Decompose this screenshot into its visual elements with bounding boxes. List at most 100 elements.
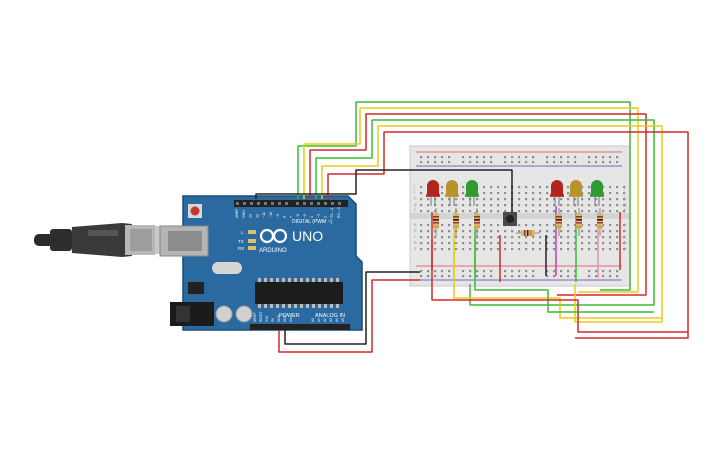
breadboard-hole <box>623 236 626 239</box>
breadboard-hole <box>546 248 549 251</box>
breadboard-hole <box>462 210 465 213</box>
led-red-icon <box>427 180 439 196</box>
row-letter: b <box>624 240 627 245</box>
breadboard-hole <box>497 242 500 245</box>
breadboard-hole <box>574 210 577 213</box>
breadboard-hole <box>455 236 458 239</box>
breadboard-hole <box>560 236 563 239</box>
breadboard-hole <box>546 204 549 207</box>
breadboard-hole <box>602 236 605 239</box>
breadboard-hole <box>623 242 626 245</box>
breadboard-hole <box>616 236 619 239</box>
breadboard-hole <box>588 270 591 273</box>
breadboard-hole <box>483 275 486 278</box>
breadboard-hole <box>525 192 528 195</box>
breadboard-hole <box>441 198 444 201</box>
breadboard-hole <box>497 248 500 251</box>
breadboard-hole <box>553 242 556 245</box>
breadboard-hole <box>567 230 570 233</box>
wire-yellow-outer <box>303 107 639 293</box>
breadboard-hole <box>504 242 507 245</box>
breadboard-hole <box>616 248 619 251</box>
breadboard-hole <box>476 161 479 164</box>
breadboard-hole <box>553 236 556 239</box>
led-yellow-icon <box>446 180 458 196</box>
breadboard-hole <box>567 156 570 159</box>
breadboard-hole <box>441 161 444 164</box>
breadboard-hole <box>497 230 500 233</box>
breadboard-hole <box>616 156 619 159</box>
breadboard-hole <box>567 242 570 245</box>
breadboard-hole <box>553 224 556 227</box>
breadboard-hole <box>588 192 591 195</box>
power-pin-label: GND <box>277 314 281 322</box>
breadboard-hole <box>504 186 507 189</box>
pin-label: AREF <box>235 208 239 218</box>
breadboard-hole <box>588 161 591 164</box>
breadboard-hole <box>567 186 570 189</box>
led-l-icon <box>248 230 256 234</box>
breadboard-hole <box>434 230 437 233</box>
breadboard-hole <box>595 242 598 245</box>
breadboard-hole <box>609 242 612 245</box>
breadboard-hole <box>469 161 472 164</box>
breadboard-hole <box>532 270 535 273</box>
breadboard-hole <box>525 224 528 227</box>
breadboard-hole <box>553 161 556 164</box>
breadboard-hole <box>490 270 493 273</box>
breadboard-hole <box>574 236 577 239</box>
breadboard-hole <box>546 224 549 227</box>
wire-black-top <box>255 169 513 222</box>
breadboard-hole <box>434 275 437 278</box>
breadboard-hole <box>546 161 549 164</box>
pin-label: 13 <box>249 214 253 218</box>
breadboard-hole <box>469 210 472 213</box>
breadboard-hole <box>448 275 451 278</box>
breadboard-hole <box>427 230 430 233</box>
breadboard-hole <box>427 242 430 245</box>
wire-red-power <box>278 279 420 353</box>
breadboard-hole <box>476 275 479 278</box>
breadboard-hole <box>532 248 535 251</box>
breadboard-hole <box>602 230 605 233</box>
breadboard-hole <box>504 210 507 213</box>
breadboard-hole <box>490 192 493 195</box>
row-letter: g <box>624 202 627 207</box>
breadboard-hole <box>490 156 493 159</box>
breadboard-hole <box>616 192 619 195</box>
usb-cable <box>34 223 177 257</box>
breadboard-hole <box>609 224 612 227</box>
pin-label: ~10 <box>269 212 273 218</box>
breadboard-hole <box>490 230 493 233</box>
breadboard-hole <box>609 236 612 239</box>
breadboard-hole <box>539 242 542 245</box>
breadboard-hole <box>448 230 451 233</box>
wire-red-outer <box>309 113 647 296</box>
breadboard-hole <box>581 242 584 245</box>
breadboard-hole <box>574 204 577 207</box>
breadboard-hole <box>462 198 465 201</box>
breadboard-hole <box>616 210 619 213</box>
breadboard-hole <box>476 236 479 239</box>
row-letter: d <box>414 228 417 233</box>
led-label-tx: TX <box>238 239 244 244</box>
breadboard-hole <box>420 210 423 213</box>
breadboard-hole <box>469 275 472 278</box>
pin-label: 8 <box>283 216 287 218</box>
breadboard-hole <box>574 242 577 245</box>
breadboard-hole <box>553 198 556 201</box>
wire-green-outer <box>297 101 631 291</box>
breadboard-hole <box>504 230 507 233</box>
breadboard-hole <box>532 275 535 278</box>
breadboard-hole <box>434 248 437 251</box>
breadboard-hole <box>504 236 507 239</box>
breadboard-hole <box>560 156 563 159</box>
breadboard-hole <box>595 198 598 201</box>
breadboard-hole <box>504 204 507 207</box>
breadboard-hole <box>574 224 577 227</box>
breadboard-hole <box>616 242 619 245</box>
breadboard-hole <box>553 210 556 213</box>
breadboard-hole <box>560 198 563 201</box>
analog-pin-label: A5 <box>341 318 345 322</box>
power-label: POWER <box>279 313 300 319</box>
